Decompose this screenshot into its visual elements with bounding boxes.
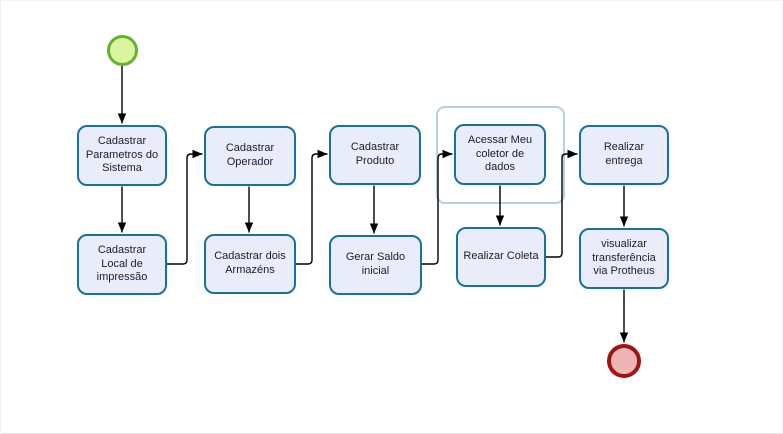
task-visualizar-transferencia-via-protheus[interactable]: visualizar transferência via Protheus xyxy=(579,228,669,289)
task-gerar-saldo-inicial[interactable]: Gerar Saldo inicial xyxy=(329,235,422,295)
task-label: Cadastrar Parametros do Sistema xyxy=(85,134,159,175)
task-cadastrar-operador[interactable]: Cadastrar Operador xyxy=(204,126,296,186)
task-realizar-entrega[interactable]: Realizar entrega xyxy=(579,125,669,185)
edge-dois-armazens-to-produto xyxy=(296,149,328,265)
task-cadastrar-local-de-impressao[interactable]: Cadastrar Local de impressão xyxy=(77,234,167,295)
start-event-circle[interactable] xyxy=(107,35,138,66)
task-realizar-coleta[interactable]: Realizar Coleta xyxy=(456,227,546,287)
task-acessar-meu-coletor-de-dados[interactable]: Acessar Meu coletor de dados xyxy=(454,124,546,185)
task-label: Gerar Saldo inicial xyxy=(345,251,406,277)
task-label: Cadastrar Produto xyxy=(350,141,400,167)
task-cadastrar-dois-armazens[interactable]: Cadastrar dois Armazéns xyxy=(204,234,296,294)
end-event-circle[interactable] xyxy=(607,344,641,378)
task-cadastrar-parametros-do-sistema[interactable]: Cadastrar Parametros do Sistema xyxy=(77,125,167,186)
task-label: Acessar Meu coletor de dados xyxy=(467,133,533,174)
task-label: Realizar entrega xyxy=(603,141,645,167)
task-label: Cadastrar Local de impressão xyxy=(96,243,148,284)
edge-local-impressao-to-operador xyxy=(167,149,203,265)
task-label: Cadastrar Operador xyxy=(225,142,275,168)
task-label: Cadastrar dois Armazéns xyxy=(214,250,286,276)
task-cadastrar-produto[interactable]: Cadastrar Produto xyxy=(329,125,421,185)
task-label: Realizar Coleta xyxy=(463,250,539,263)
task-label: visualizar transferência via Protheus xyxy=(592,237,656,278)
